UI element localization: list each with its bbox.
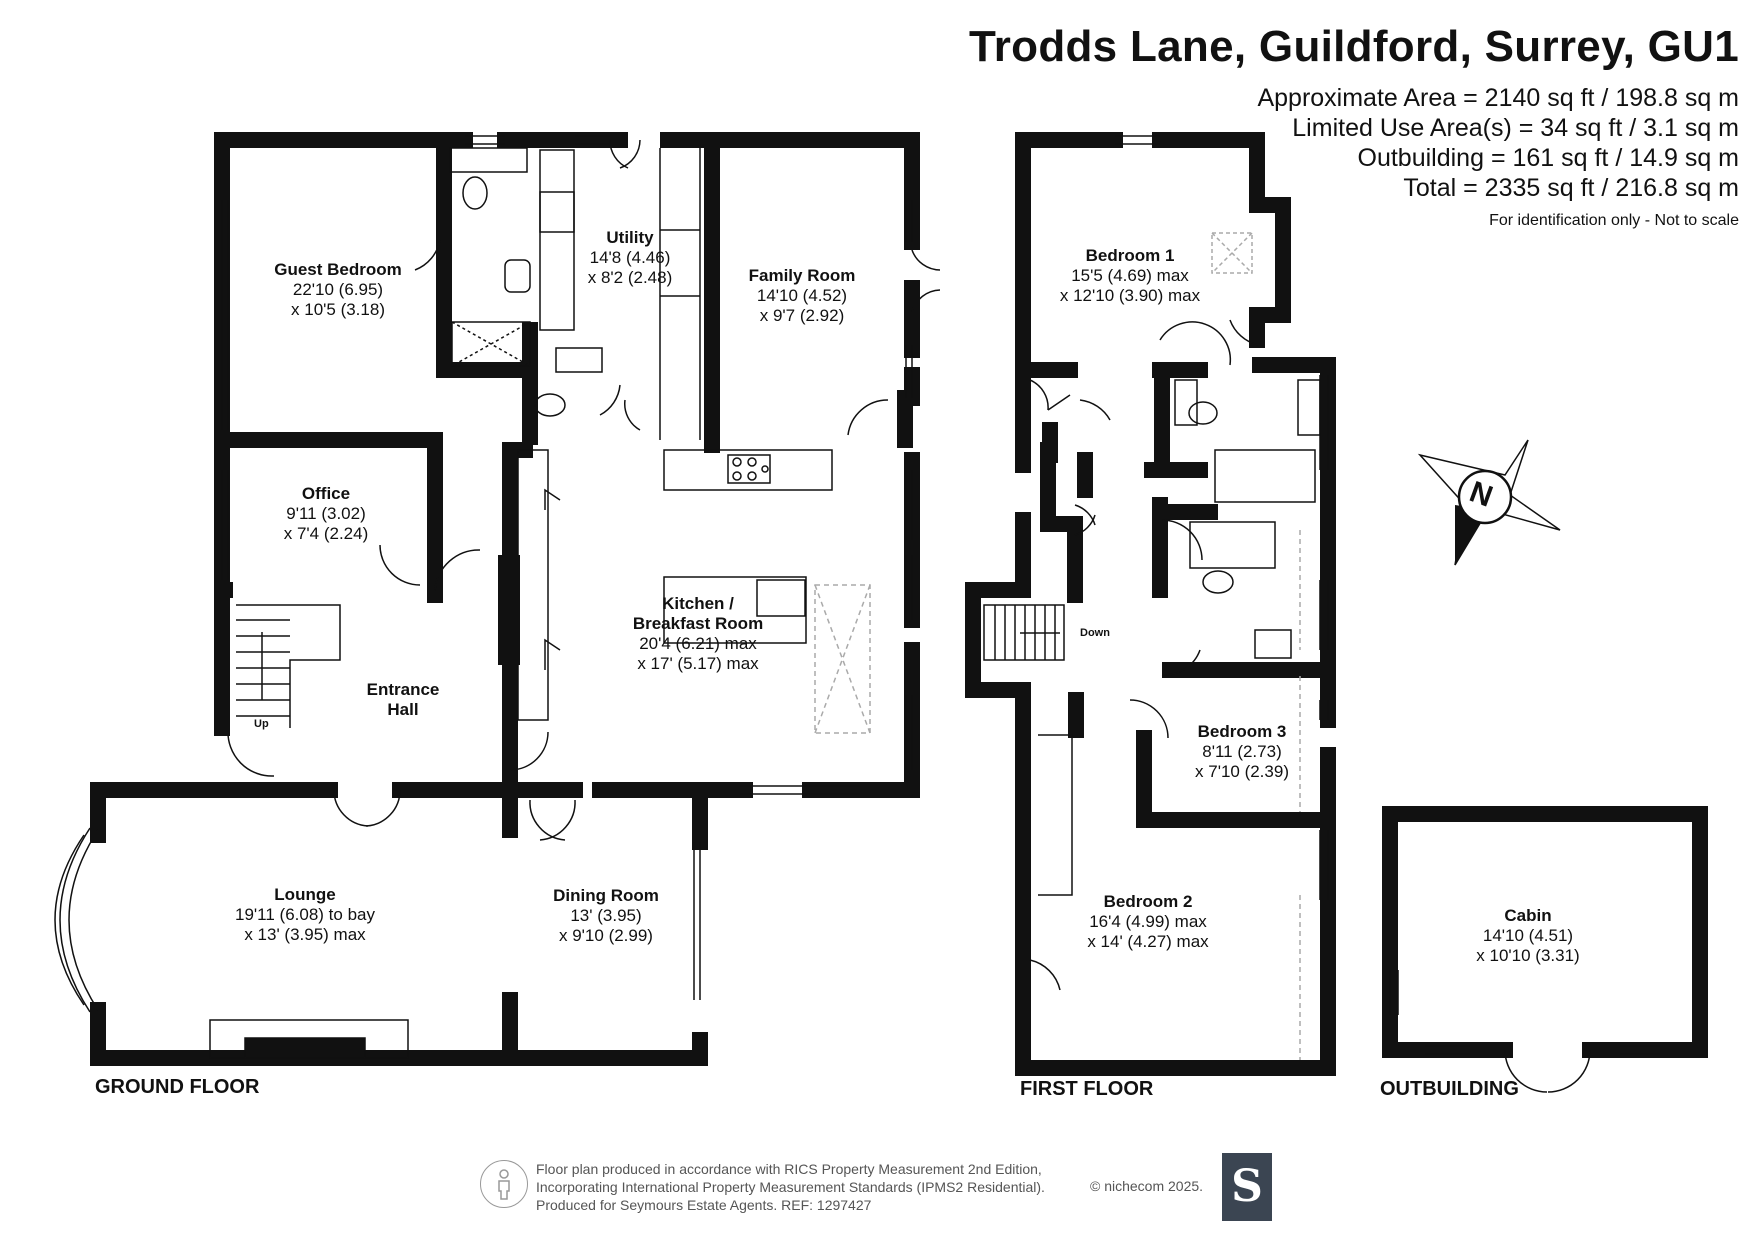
room-dimension: 20'4 (6.21) max [639,634,757,653]
room-dimension: x 17' (5.17) max [637,654,759,673]
logo-letter: S [1231,1161,1263,1212]
footer-text: Floor plan produced in accordance with R… [536,1160,1045,1214]
room-dimension: x 7'4 (2.24) [283,524,369,543]
room-bedroom-1: Bedroom 1 15'5 (4.69) max x 12'10 (3.90)… [1060,246,1200,306]
room-name: Bedroom 3 [1197,722,1287,741]
stairs-down-label: Down [1080,627,1110,639]
ground-floor-label: GROUND FLOOR [95,1076,260,1098]
room-dimension: x 9'10 (2.99) [559,926,653,945]
compass-icon [1417,439,1561,566]
room-dimension: 13' (3.95) [570,906,642,925]
stairs-up-label: Up [254,718,269,730]
footer-line: Produced for Seymours Estate Agents. REF… [536,1197,872,1213]
room-name: Cabin [1504,906,1552,925]
room-name: Breakfast Room [632,614,764,633]
room-dimension: x 10'10 (3.31) [1476,946,1580,965]
room-name: Utility [606,228,654,247]
agent-logo: S [1222,1153,1272,1221]
room-dimension: 16'4 (4.99) max [1089,912,1207,931]
footer-line: Incorporating International Property Mea… [536,1179,1045,1195]
room-name: Entrance [366,680,440,699]
room-utility: Utility 14'8 (4.46) x 8'2 (2.48) [588,228,673,288]
outbuilding-label: OUTBUILDING [1380,1078,1519,1100]
room-dimension: x 12'10 (3.90) max [1059,286,1201,305]
outbuilding-details [1389,970,1660,1093]
room-bedroom-3: Bedroom 3 8'11 (2.73) x 7'10 (2.39) [1195,722,1289,782]
room-dimension: 15'5 (4.69) max [1071,266,1189,285]
limited-use-area: Limited Use Area(s) = 34 sq ft / 3.1 sq … [1292,114,1739,142]
room-dimension: 8'11 (2.73) [1202,742,1282,761]
rics-person-icon [480,1160,528,1208]
room-name: Office [301,484,351,503]
room-name: Dining Room [553,886,659,905]
room-dimension: 19'11 (6.08) to bay [235,905,375,924]
first-floor-details [983,135,1329,1060]
footer-line: Floor plan produced in accordance with R… [536,1161,1042,1177]
room-kitchen-breakfast: Kitchen / Breakfast Room 20'4 (6.21) max… [633,594,763,674]
room-name: Family Room [748,266,856,285]
room-dining-room: Dining Room 13' (3.95) x 9'10 (2.99) [553,886,659,946]
room-entrance-hall: Entrance Hall [367,680,440,720]
room-family-room: Family Room 14'10 (4.52) x 9'7 (2.92) [749,266,856,326]
room-dimension: 14'10 (4.51) [1482,926,1574,945]
room-name: Kitchen / [662,594,734,613]
chimney-breast [498,555,520,665]
room-lounge: Lounge 19'11 (6.08) to bay x 13' (3.95) … [235,885,375,945]
room-dimension: x 13' (3.95) max [244,925,366,944]
room-guest-bedroom: Guest Bedroom 22'10 (6.95) x 10'5 (3.18) [274,260,402,320]
approximate-area: Approximate Area = 2140 sq ft / 198.8 sq… [1257,84,1739,112]
first-floor-label: FIRST FLOOR [1020,1078,1154,1100]
room-name: Bedroom 2 [1103,892,1193,911]
room-bedroom-2: Bedroom 2 16'4 (4.99) max x 14' (4.27) m… [1087,892,1208,952]
total-area: Total = 2335 sq ft / 216.8 sq m [1403,174,1739,202]
outbuilding-area: Outbuilding = 161 sq ft / 14.9 sq m [1357,144,1739,172]
room-dimension: x 10'5 (3.18) [291,300,385,319]
room-dimension: 14'10 (4.52) [756,286,848,305]
room-dimension: 14'8 (4.46) [589,248,671,267]
room-dimension: 22'10 (6.95) [292,280,384,299]
outbuilding-walls [1382,806,1708,1058]
identification-note: For identification only - Not to scale [1489,212,1739,229]
room-dimension: 9'11 (3.02) [286,504,366,523]
room-name: Lounge [274,885,336,904]
room-name: Guest Bedroom [274,260,402,279]
room-name: Hall [387,700,419,719]
room-dimension: x 8'2 (2.48) [587,268,673,287]
copyright: © nichecom 2025. [1090,1178,1204,1194]
property-title: Trodds Lane, Guildford, Surrey, GU1 [968,22,1739,71]
room-office: Office 9'11 (3.02) x 7'4 (2.24) [284,484,369,544]
room-dimension: x 14' (4.27) max [1087,932,1209,951]
room-dimension: x 7'10 (2.39) [1195,762,1289,781]
first-floor-walls [965,132,1336,1076]
room-name: Bedroom 1 [1085,246,1175,265]
ground-floor-details [54,135,941,1059]
room-cabin: Cabin 14'10 (4.51) x 10'10 (3.31) [1476,906,1579,966]
room-dimension: x 9'7 (2.92) [759,306,845,325]
